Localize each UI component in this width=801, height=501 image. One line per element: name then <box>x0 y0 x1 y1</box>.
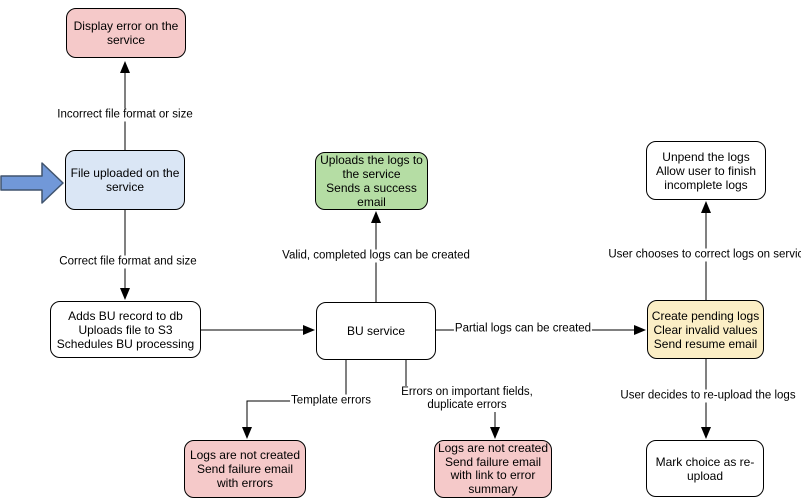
node-line: Unpend the logs <box>662 149 750 164</box>
node-line: Create pending logs <box>651 308 760 323</box>
node-create-pending: Create pending logs Clear invalid values… <box>647 300 764 359</box>
edge-label-template-errors: Template errors <box>290 394 372 408</box>
edge-label-user-reupload: User decides to re-upload the logs <box>619 389 797 403</box>
node-line: the service <box>342 167 401 181</box>
edge-label-partial-logs: Partial logs can be created <box>453 322 593 336</box>
node-line: Mark choice as re- <box>655 454 755 469</box>
node-line: BU service <box>346 324 405 338</box>
node-line: incomplete logs <box>664 177 748 192</box>
edge-label-line: Errors on important fields, <box>401 386 533 398</box>
edge-label-correct-format: Correct file format and size <box>58 255 198 269</box>
node-line: Display error on the <box>73 19 179 33</box>
node-display-error: Display error on the service <box>66 8 186 58</box>
edge-label-valid-logs: Valid, completed logs can be created <box>281 249 471 263</box>
node-failure-errors: Logs are not created Send failure email … <box>184 440 306 498</box>
node-line: Adds BU record to db <box>68 308 183 323</box>
node-line: email <box>357 195 386 209</box>
node-file-uploaded: File uploaded on the service <box>65 150 185 210</box>
node-line: Allow user to finish <box>655 163 757 178</box>
start-block-arrow-icon <box>0 162 64 204</box>
edge-label-incorrect-format: Incorrect file format or size <box>56 108 194 122</box>
node-bu-service: BU service <box>316 302 436 360</box>
node-line: Logs are not created <box>189 448 301 462</box>
node-upload-success: Uploads the logs to the service Sends a … <box>315 152 428 210</box>
node-line: File uploaded on the <box>70 166 180 180</box>
node-line: Send failure email <box>444 454 542 469</box>
node-line: service <box>105 180 144 194</box>
node-line: Clear invalid values <box>653 322 758 337</box>
node-failure-summary: Logs are not created Send failure email … <box>434 440 552 498</box>
node-line: Sends a success <box>326 181 417 195</box>
node-line: Logs are not created <box>437 441 549 455</box>
node-line: Uploads file to S3 <box>78 322 173 337</box>
edge-label-important-fields: Errors on important fields, duplicate er… <box>400 386 534 412</box>
node-line: Send resume email <box>653 336 758 351</box>
node-line: with errors <box>216 476 273 490</box>
edge-label-user-correct: User chooses to correct logs on service <box>607 248 801 262</box>
node-line: Uploads the logs to <box>320 153 423 167</box>
node-adds-bu-record: Adds BU record to db Uploads file to S3 … <box>50 301 201 358</box>
node-line: service <box>106 33 145 47</box>
node-mark-reupload: Mark choice as re- upload <box>646 440 764 497</box>
node-line: Send failure email <box>196 462 294 476</box>
node-line: summary <box>468 481 518 496</box>
node-line: Schedules BU processing <box>56 336 195 351</box>
node-unpend-logs: Unpend the logs Allow user to finish inc… <box>646 141 766 200</box>
node-line: with link to error <box>450 468 536 482</box>
edge-label-line: duplicate errors <box>427 399 507 411</box>
node-line: upload <box>686 468 724 483</box>
